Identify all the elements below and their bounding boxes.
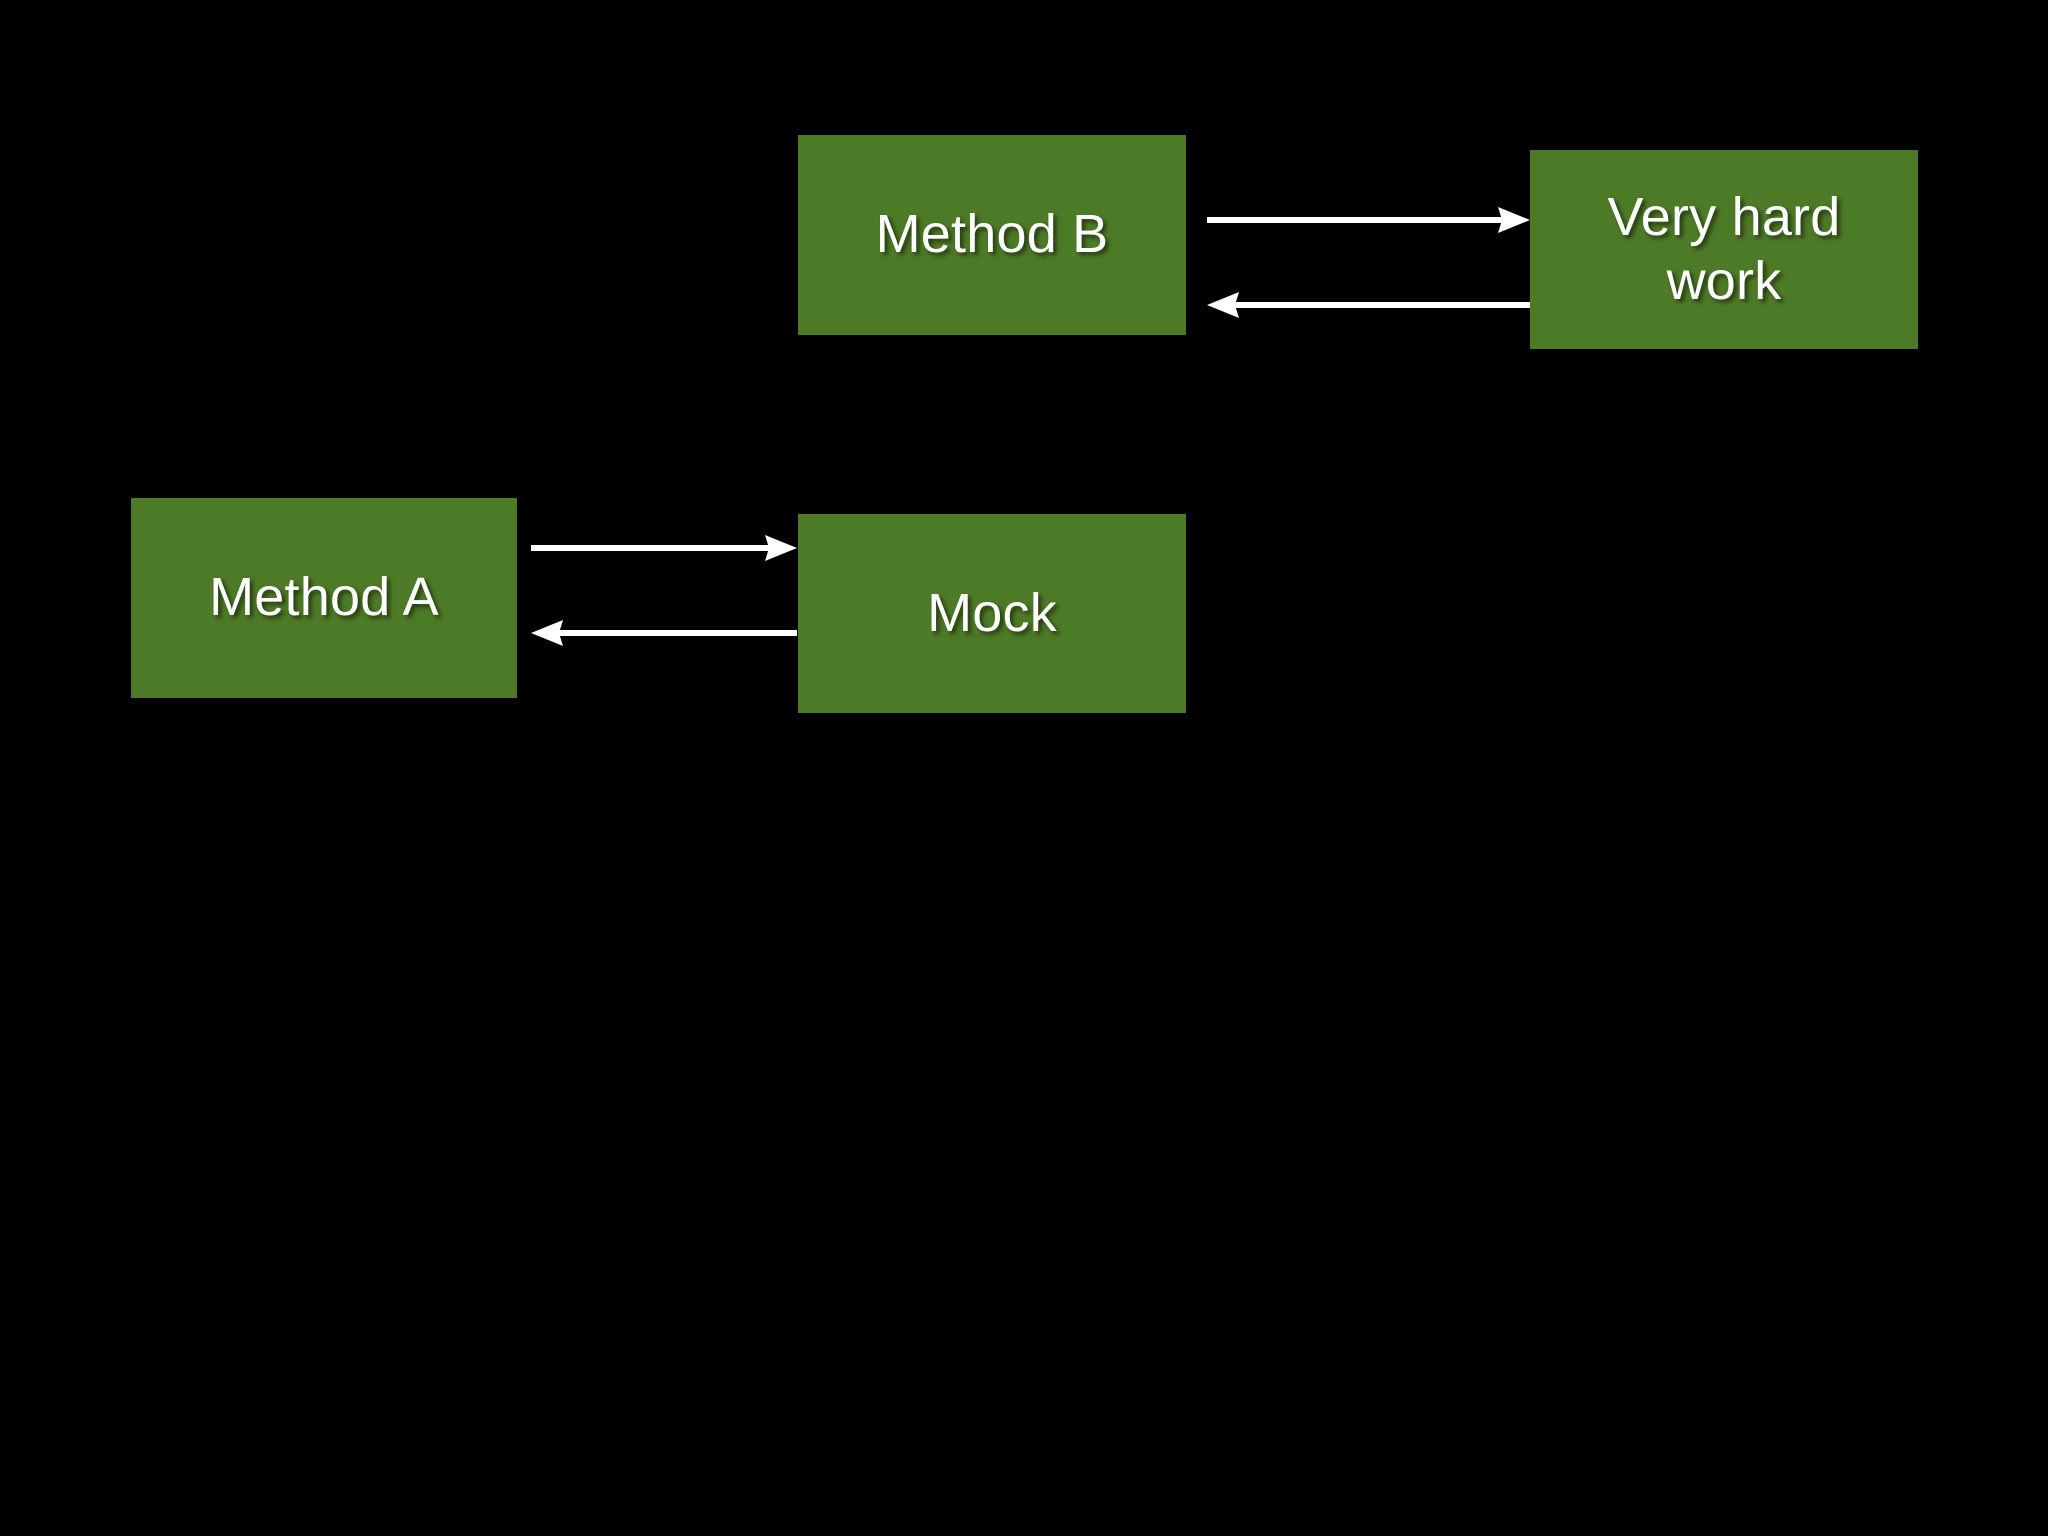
arrow-method-b-to-very-hard-work: [1207, 207, 1530, 233]
node-method-b[interactable]: Method B: [798, 135, 1186, 335]
node-method-a[interactable]: Method A: [131, 498, 517, 698]
node-method-a-label: Method A: [209, 567, 439, 628]
node-very-hard-work[interactable]: Very hard work: [1530, 150, 1918, 349]
node-method-b-label: Method B: [875, 204, 1109, 265]
connector-group-method-b-very-hard-work: [1207, 207, 1530, 318]
arrow-mock-to-method-a: [531, 620, 797, 646]
node-mock-label: Mock: [927, 582, 1057, 643]
node-very-hard-work-label: Very hard work: [1607, 186, 1841, 311]
connector-group-method-a-mock: [531, 535, 797, 646]
arrow-method-a-to-mock: [531, 535, 797, 561]
node-mock[interactable]: Mock: [798, 514, 1186, 713]
arrow-very-hard-work-to-method-b: [1207, 292, 1530, 318]
